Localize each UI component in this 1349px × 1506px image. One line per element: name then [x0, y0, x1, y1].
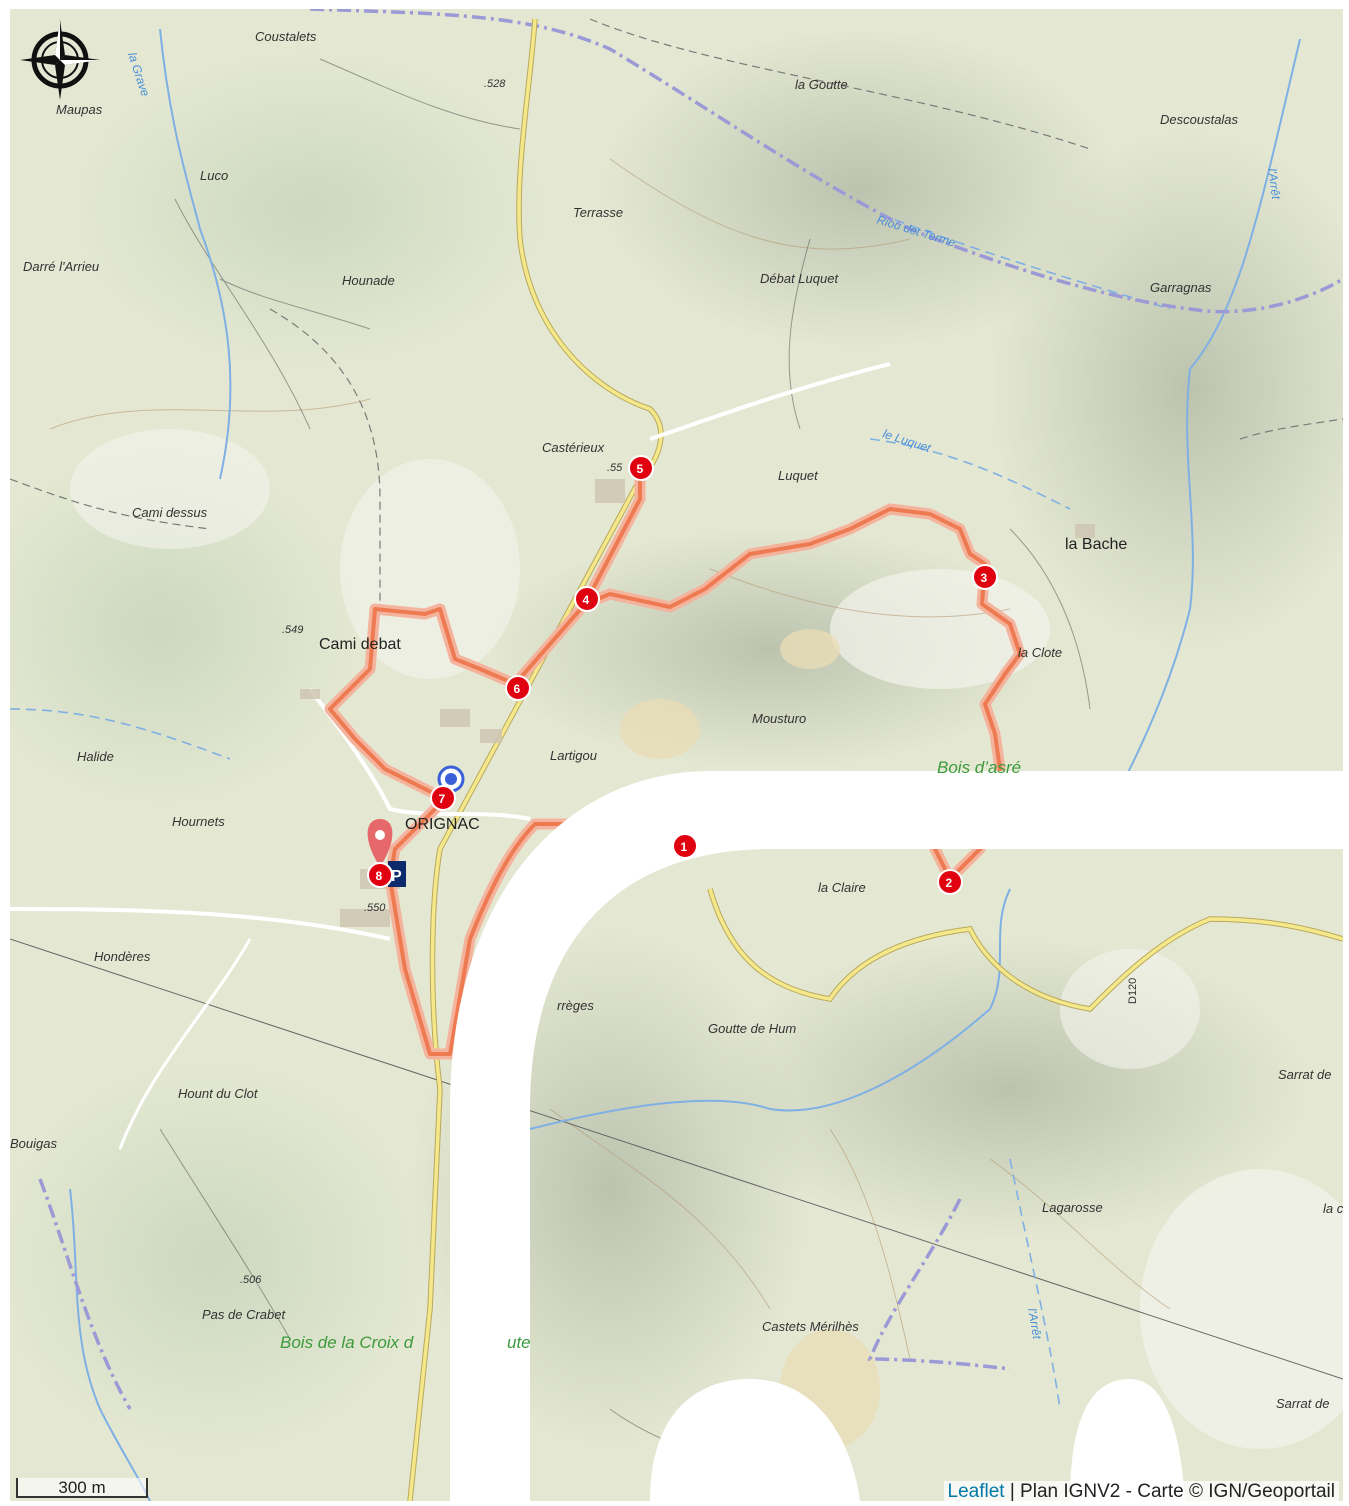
place-label-sarrat-de-2: Sarrat de [1276, 1396, 1329, 1411]
place-label-garragnas: Garragnas [1150, 280, 1212, 295]
place-label-honderes: Hondères [94, 949, 151, 964]
road-ref-d120: D120 [1127, 978, 1139, 1004]
waypoint-8[interactable]: 8 [367, 862, 393, 888]
attribution-text: Plan IGNV2 - Carte © IGN/Geoportail [1020, 1481, 1335, 1502]
place-label-la-clote: la Clote [1018, 645, 1062, 660]
roads [10, 18, 1343, 1501]
waypoint-4[interactable]: 4 [574, 586, 600, 612]
poi-markers[interactable]: P [367, 765, 465, 887]
attribution-separator: | [1004, 1481, 1021, 1502]
start-location-icon[interactable] [367, 819, 393, 867]
contour-lines [49, 158, 1171, 1360]
svg-text:3: 3 [981, 571, 988, 585]
streams [69, 28, 1301, 1501]
svg-text:5: 5 [637, 462, 644, 476]
water-label-larret-1: l'Arrêt [1265, 167, 1283, 200]
svg-text:1: 1 [681, 840, 688, 854]
place-label-debat-luquet: Débat Luquet [760, 271, 839, 286]
place-label-arreges: rrèges [557, 998, 594, 1013]
water-label-larret-2: l'Arrêt [1025, 1307, 1044, 1341]
place-label-castets-merilhes: Castets Mérilhès [762, 1319, 859, 1334]
elevation-549: .549 [282, 624, 303, 636]
blank-tile-arch-1 [650, 1379, 860, 1501]
svg-text:8: 8 [376, 869, 383, 883]
power-line [10, 938, 1343, 1380]
place-label-la-claire: la Claire [818, 880, 866, 895]
intermittent-streams [10, 213, 1171, 1410]
place-label-hount-du-clot: Hount du Clot [178, 1086, 259, 1101]
leaflet-link[interactable]: Leaflet [947, 1481, 1005, 1502]
waypoints[interactable]: 1 2 3 4 5 6 7 8 [367, 455, 998, 895]
map-canvas[interactable]: Coustalets Maupas la Goutte Descoustalas… [10, 9, 1343, 1501]
waypoint-1[interactable]: 1 [672, 833, 698, 859]
place-label-mousturo: Mousturo [752, 711, 806, 726]
place-label-goutte-de-hum: Goutte de Hum [708, 1021, 796, 1036]
waypoint-5[interactable]: 5 [628, 455, 654, 481]
place-label-sarrat-de-1: Sarrat de [1278, 1067, 1331, 1082]
place-label-casterieux: Castérieux [542, 440, 605, 455]
scale-label: 300 m [58, 1478, 106, 1497]
parking-icon[interactable]: P [388, 861, 406, 887]
place-label-cami-debat: Cami debat [319, 636, 401, 653]
waypoint-2[interactable]: 2 [937, 869, 963, 895]
svg-text:7: 7 [439, 792, 446, 806]
place-label-luco: Luco [200, 168, 228, 183]
place-label-maupas: Maupas [56, 102, 103, 117]
svg-text:6: 6 [514, 682, 521, 696]
scale-bar: 300 m [16, 1478, 148, 1498]
place-label-lagarosse: Lagarosse [1042, 1200, 1103, 1215]
place-label-luquet: Luquet [778, 468, 819, 483]
svg-text:P: P [391, 868, 402, 885]
place-label-la-edge: la c [1323, 1201, 1343, 1216]
elevation-506: .506 [240, 1274, 262, 1286]
place-label-lartigou: Lartigou [550, 748, 597, 763]
place-label-origac: ORIGNAC [405, 816, 480, 833]
elevation-528: .528 [484, 78, 506, 90]
place-label-halide: Halide [77, 749, 114, 764]
place-label-terrasse: Terrasse [573, 205, 623, 220]
place-label-descoustalas: Descoustalas [1160, 112, 1239, 127]
place-label-hounade: Hounade [342, 273, 395, 288]
elevation-55: .55 [607, 462, 623, 474]
forest-label-bois-dasre: Bois d’asré [937, 758, 1021, 777]
elevation-550: .550 [364, 902, 386, 914]
blank-tile-band [450, 771, 1343, 1501]
waypoint-6[interactable]: 6 [505, 675, 531, 701]
waypoint-3[interactable]: 3 [972, 564, 998, 590]
place-label-bouigas: Bouigas [10, 1136, 57, 1151]
svg-text:4: 4 [583, 593, 590, 607]
forest-label-bois-croix: Bois de la Croix d [280, 1333, 414, 1352]
map-viewport[interactable]: Coustalets Maupas la Goutte Descoustalas… [10, 9, 1343, 1501]
place-label-coustalets: Coustalets [255, 29, 317, 44]
dashed-paths [10, 18, 1343, 609]
place-label-hournets: Hournets [172, 814, 225, 829]
blank-tile-arch-2 [1070, 1379, 1185, 1501]
place-label-cami-dessus: Cami dessus [132, 505, 208, 520]
svg-text:2: 2 [946, 876, 953, 890]
relief-shading [10, 29, 1343, 1459]
map-attribution: Leaflet | Plan IGNV2 - Carte © IGN/Geopo… [943, 1481, 1339, 1503]
admin-boundaries [38, 9, 1343, 1410]
compass-icon[interactable] [18, 18, 102, 102]
place-label-la-goutte: la Goutte [795, 77, 848, 92]
forest-label-bois-croix-end: ute [507, 1333, 531, 1352]
place-label-la-bache: la Bache [1065, 536, 1127, 553]
place-label-pas-de-crabet: Pas de Crabet [202, 1307, 286, 1322]
waypoint-7[interactable]: 7 [430, 785, 456, 811]
tracks [159, 58, 1091, 1480]
place-label-darre-larrieu: Darré l'Arrieu [23, 259, 99, 274]
